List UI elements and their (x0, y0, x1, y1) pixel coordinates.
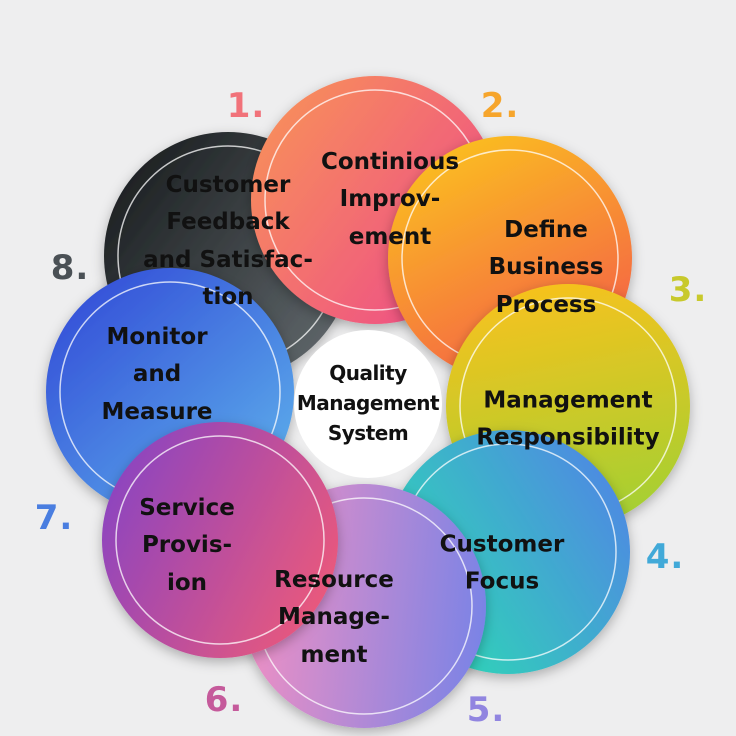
step-1-number: 1. (226, 86, 266, 126)
step-4-number: 4. (645, 537, 685, 577)
step-7-number: 7. (34, 498, 74, 538)
step-3-number: 3. (668, 270, 708, 310)
step-6-circle (102, 422, 338, 658)
step-6-inner-ring (115, 435, 325, 645)
step-6-number: 6. (204, 680, 244, 720)
step-5-number: 5. (466, 690, 506, 730)
step-8-number: 8. (50, 248, 90, 288)
center-title: Quality Management System (296, 361, 440, 445)
center-disc (294, 330, 442, 478)
step-2-number: 2. (480, 86, 520, 126)
